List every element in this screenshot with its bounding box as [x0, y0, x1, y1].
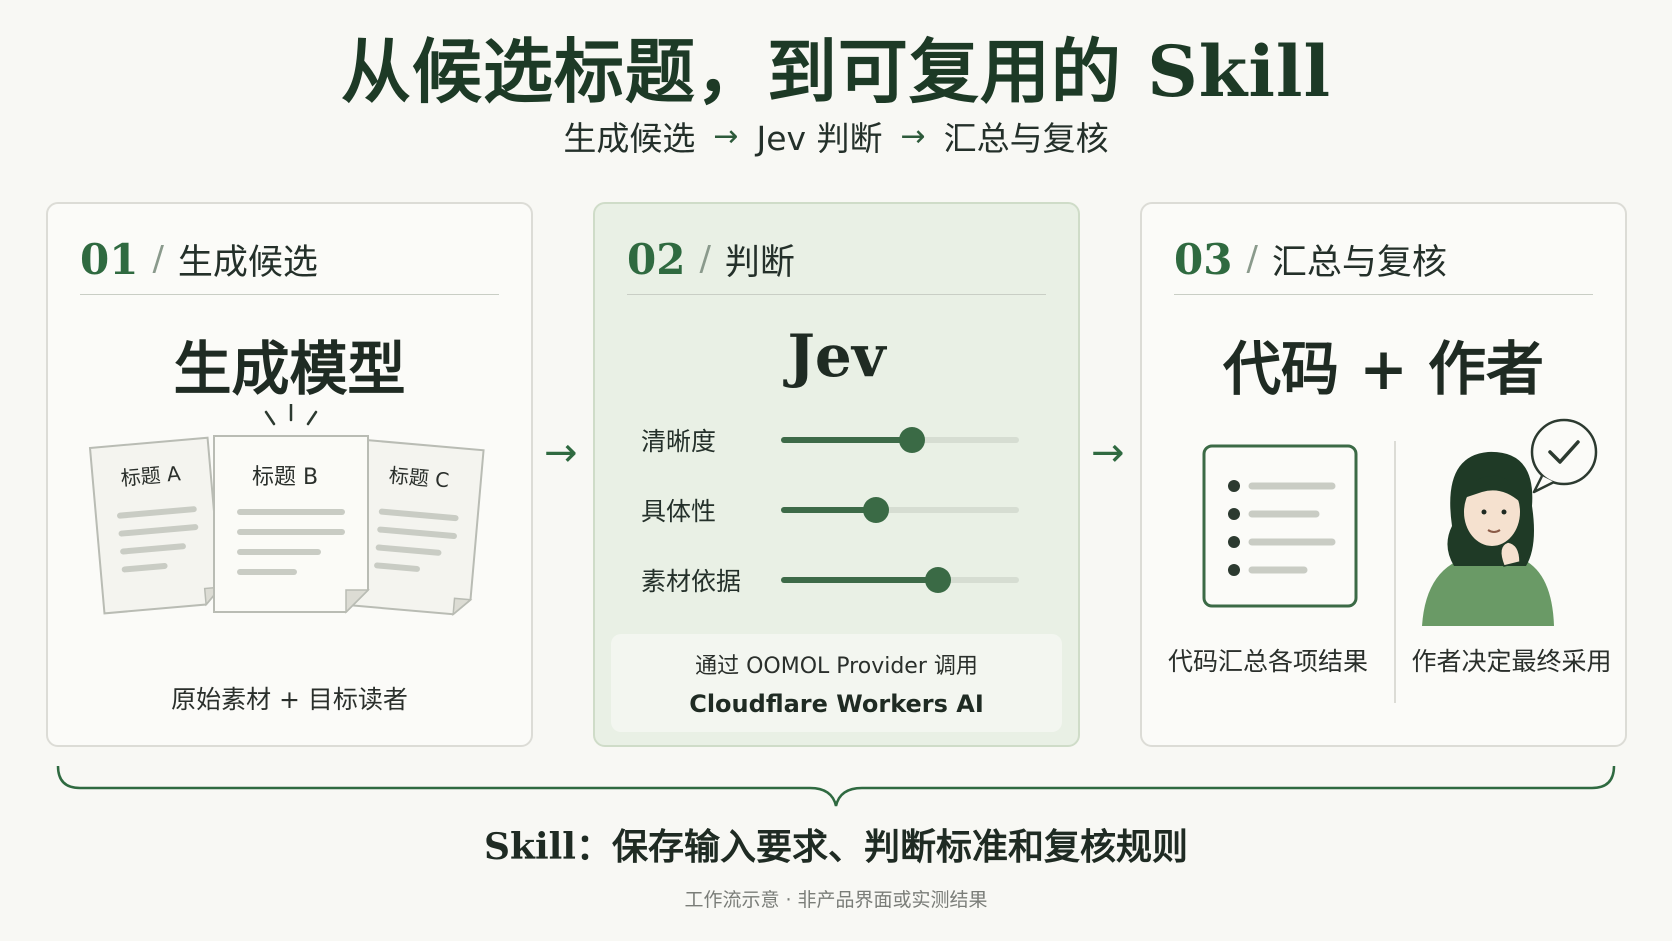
criterion-label: 清晰度 [641, 427, 717, 456]
slider-fill [781, 507, 877, 513]
candidate-documents-illustration: 标题 A 标题 C 标题 B [88, 404, 485, 616]
step-number: 03 [1174, 234, 1233, 284]
criterion-label: 素材依据 [641, 567, 742, 596]
panel-heading: Jev [787, 322, 886, 390]
provider-box: 通过 OOMOL Provider 调用 Cloudflare Workers … [611, 634, 1062, 732]
panel-judge: 02 / 判断 Jev 清晰度 具体性 素材依据 通过 OOMOL Provid… [593, 202, 1080, 747]
flow-step-1: 生成候选 [563, 119, 696, 158]
panel-heading: 生成模型 [173, 335, 406, 403]
panel-caption: 原始素材 + 目标读者 [171, 685, 408, 714]
flow-step-3: 汇总与复核 [943, 119, 1109, 158]
doc-a-label: 标题 A [120, 461, 182, 490]
panel-generate: 01 / 生成候选 生成模型 标题 A 标题 C [46, 202, 533, 747]
step-name: 判断 [724, 242, 795, 283]
doc-b-label: 标题 B [252, 465, 318, 490]
summary-list-icon [1202, 444, 1358, 608]
document-icon: 标题 B [213, 435, 370, 614]
slider-fill [781, 437, 912, 443]
panel-caption-right: 作者决定最终采用 [1411, 647, 1612, 676]
slash-divider: / [699, 239, 711, 279]
slider-thumb [863, 497, 890, 523]
step-number: 01 [80, 234, 139, 284]
criterion-slider [781, 497, 1019, 523]
panel-header: 03 / 汇总与复核 [1174, 224, 1593, 295]
curly-brace [56, 765, 1616, 807]
provider-name: Cloudflare Workers AI [689, 690, 984, 718]
criterion-row: 清晰度 [641, 420, 1038, 460]
review-illustration [1202, 418, 1598, 626]
footnote: 工作流示意 · 非产品界面或实测结果 [684, 889, 988, 911]
criterion-label: 具体性 [641, 497, 717, 526]
slider-thumb [898, 427, 925, 453]
provider-line: 通过 OOMOL Provider 调用 [695, 654, 978, 679]
panel-header: 01 / 生成候选 [80, 224, 499, 295]
step-number: 02 [627, 234, 686, 284]
flow-step-2: Jev 判断 [756, 119, 883, 158]
panel-caption-left: 代码汇总各项结果 [1167, 647, 1368, 676]
page-title: 从候选标题，到可复用的 Skill [340, 30, 1332, 113]
document-icon: 标题 C [350, 438, 485, 616]
criterion-slider [781, 427, 1019, 453]
slash-divider: / [152, 239, 164, 279]
panel-heading: 代码 + 作者 [1223, 335, 1544, 403]
step-name: 汇总与复核 [1271, 242, 1447, 283]
author-thinking-icon [1422, 418, 1598, 626]
arrow-right-icon: → [713, 118, 739, 154]
criterion-row: 具体性 [641, 490, 1038, 530]
skill-label: Skill： [484, 826, 612, 868]
skill-summary: Skill：保存输入要求、判断标准和复核规则 [0, 818, 1672, 870]
doc-c-label: 标题 C [388, 463, 450, 492]
document-icon: 标题 A [88, 436, 223, 615]
flow-subtitle: 生成候选 → Jev 判断 → 汇总与复核 [0, 112, 1672, 160]
panel-header: 02 / 判断 [627, 224, 1046, 295]
criterion-row: 素材依据 [641, 560, 1038, 600]
sparkle-icon [264, 404, 318, 426]
slash-divider: / [1246, 239, 1258, 279]
arrow-right-icon: → [544, 430, 578, 476]
slider-fill [781, 577, 939, 583]
step-name: 生成候选 [177, 242, 318, 283]
arrow-right-icon: → [900, 118, 926, 154]
skill-description: 保存输入要求、判断标准和复核规则 [611, 827, 1188, 868]
criterion-slider [781, 567, 1019, 593]
slider-thumb [925, 567, 952, 593]
arrow-right-icon: → [1091, 430, 1125, 476]
column-divider [1394, 441, 1396, 703]
panel-review: 03 / 汇总与复核 代码 + 作者 [1140, 202, 1627, 747]
